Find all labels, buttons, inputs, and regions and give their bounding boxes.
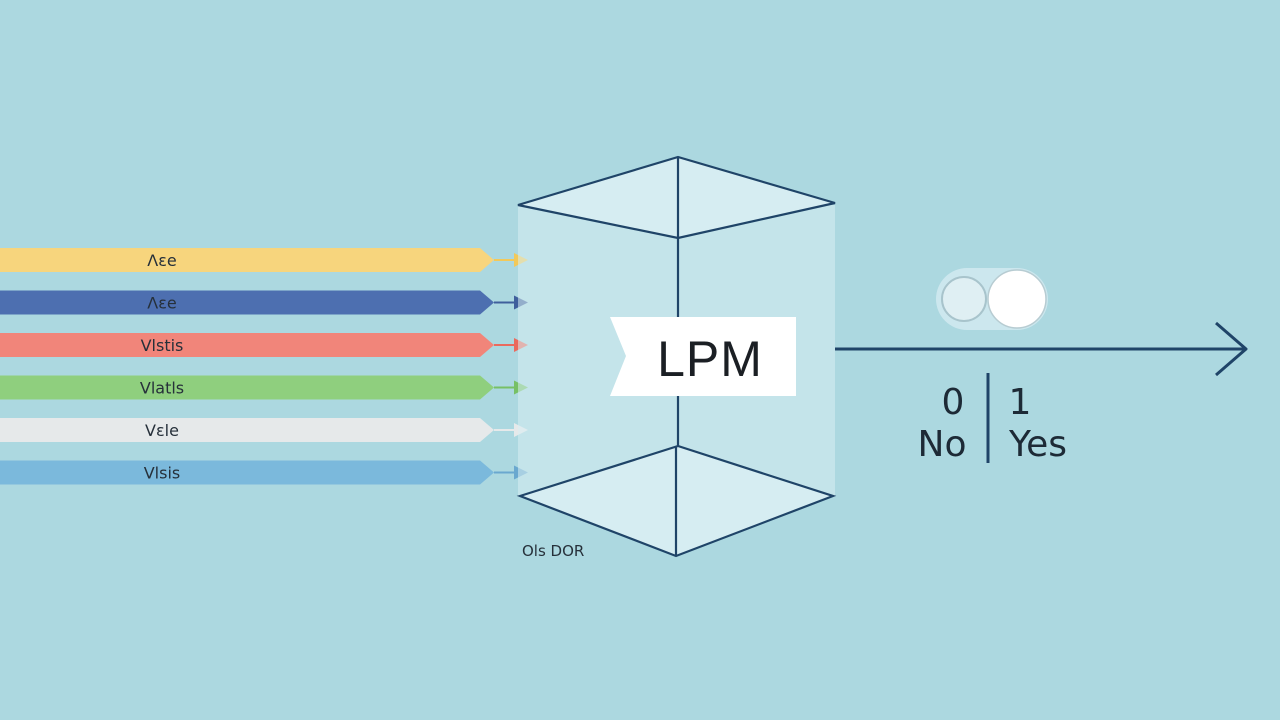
output-arrow [835,321,1248,377]
input-label-1: Λεe [147,294,176,313]
input-label-4: Vεle [145,421,179,440]
input-label-2: Vlstis [141,336,184,355]
toggle-on-circle [987,269,1047,329]
model-label-background [610,317,796,396]
input-band-5 [0,460,494,485]
outcome-values: 0 No 1 Yes [918,373,1067,465]
input-label-5: Vlsis [144,464,181,483]
input-band-2 [0,333,494,357]
input-band-4 [0,418,494,442]
outcome-label-0: No [918,424,967,465]
output-arrow-head [1215,321,1248,377]
model-label-box: LPM [610,317,796,396]
model-caption: Ols DOR [522,542,584,560]
binary-toggle-icon [936,268,1048,330]
outcome-value-0: 0 [942,382,965,423]
cube-top-face [517,155,836,240]
input-band-0 [0,248,494,272]
toggle-off-circle [941,276,987,322]
input-label-3: Vlatls [140,379,184,398]
outcome-label-1: Yes [1008,424,1067,465]
input-band-1 [0,290,494,315]
outcome-value-1: 1 [1009,382,1032,423]
input-band-3 [0,375,494,400]
model-label: LPM [657,331,763,387]
input-label-0: Λεe [147,251,176,270]
